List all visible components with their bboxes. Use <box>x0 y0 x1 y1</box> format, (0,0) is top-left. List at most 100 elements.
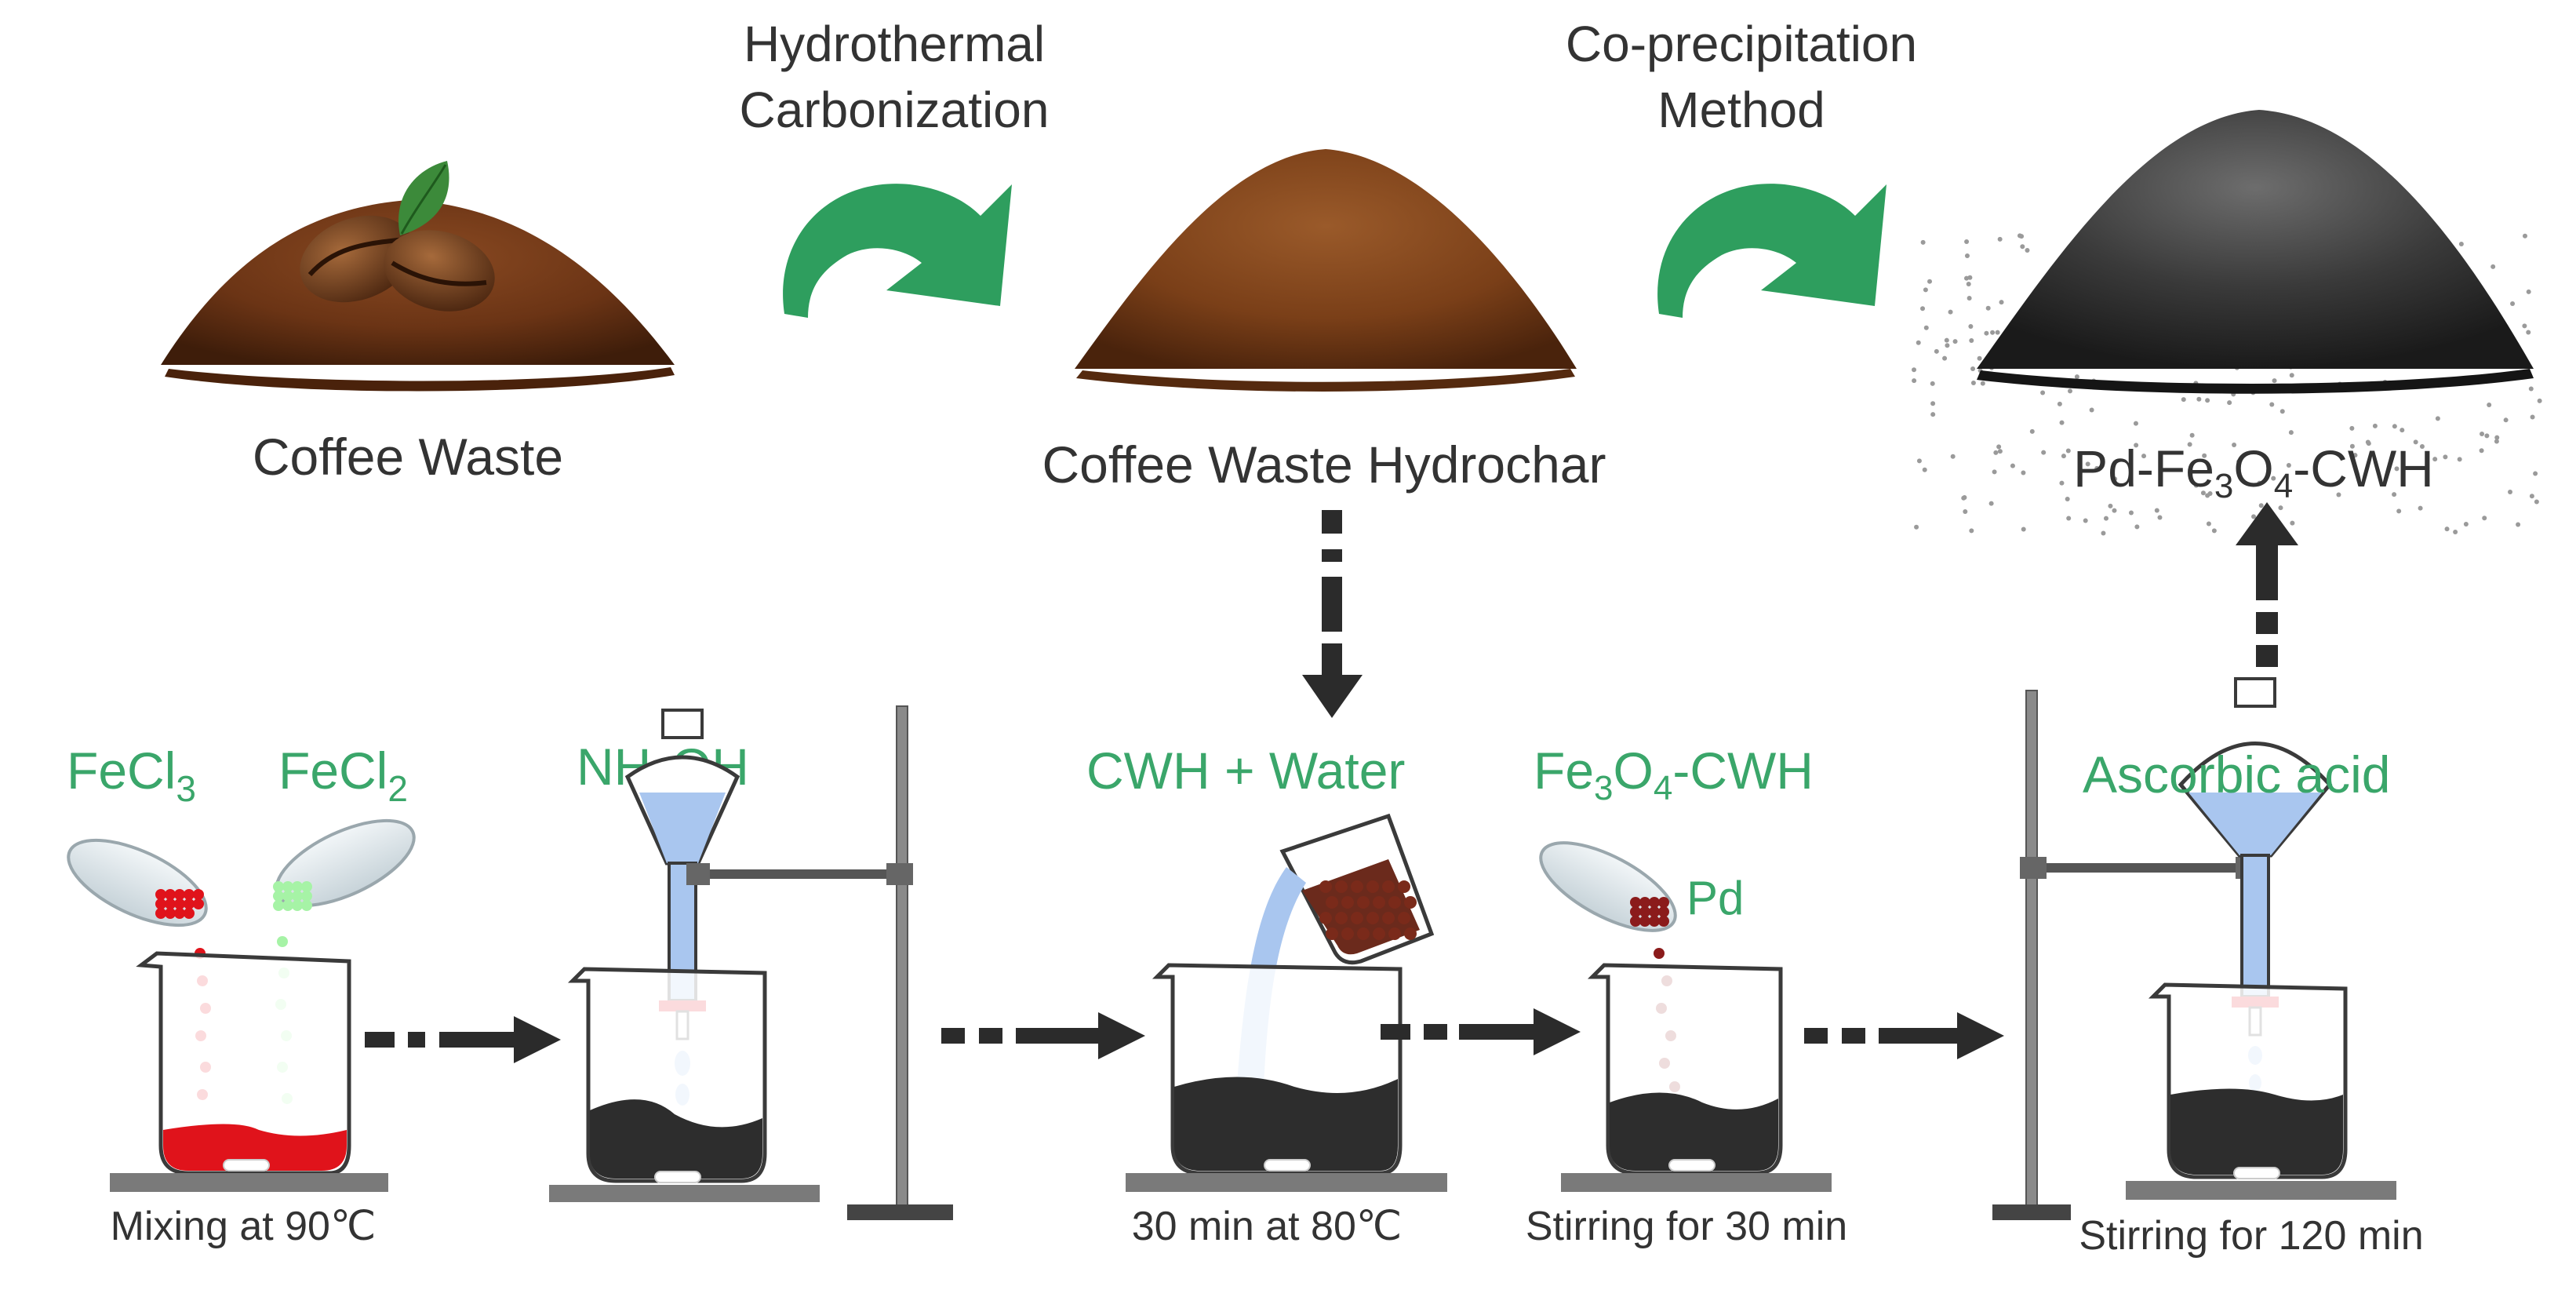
speckle <box>2010 463 2015 468</box>
separatory-funnel-2-icon <box>2178 677 2333 1091</box>
pd-particle <box>1658 897 1669 908</box>
speckle <box>2528 386 2534 392</box>
speckle <box>2530 414 2535 420</box>
speckle <box>2534 499 2539 505</box>
cwh-particle <box>1404 896 1417 909</box>
fe3o4-cwh-label: Fe3O4-CWH <box>1534 742 1814 807</box>
speckle <box>2522 323 2527 329</box>
cwh-water-label: CWH + Water <box>1086 742 1405 800</box>
speckle <box>1920 239 1926 245</box>
green-particle <box>292 900 303 911</box>
speckle <box>2336 492 2341 497</box>
speckle <box>2526 330 2531 335</box>
cwh-particle <box>1326 927 1338 940</box>
speckle <box>1914 524 1919 530</box>
speckle <box>2349 443 2355 449</box>
green-particle <box>273 891 284 902</box>
speckle <box>2432 457 2438 462</box>
cwh-particle <box>1366 912 1379 924</box>
speckle <box>2020 244 2025 250</box>
red-particle <box>165 908 176 919</box>
speckle <box>1961 495 1967 501</box>
green-particle <box>273 900 284 911</box>
cwh-particle <box>1319 880 1332 893</box>
speckle <box>1963 275 1969 281</box>
speckle <box>2236 459 2242 465</box>
speckle <box>1964 239 1970 244</box>
speckle <box>1950 454 1956 459</box>
speckle <box>2271 476 2276 481</box>
pd-particle <box>1658 916 1669 927</box>
cwh-particle <box>1373 896 1385 909</box>
speckle <box>2066 516 2072 521</box>
speckle <box>2365 439 2370 445</box>
retort-stand-2-icon <box>1992 690 2259 1220</box>
speckle <box>2533 471 2538 476</box>
speckle <box>2537 398 2542 403</box>
speckle <box>1930 412 1936 417</box>
cwh-particle <box>1351 912 1363 924</box>
red-particle <box>174 898 185 909</box>
cwh-particle <box>1388 927 1401 940</box>
red-particle <box>174 908 185 919</box>
retort-stand-1-icon <box>686 705 953 1220</box>
speckle <box>2279 409 2285 414</box>
speckle <box>2463 521 2469 527</box>
cwh-particle <box>1382 880 1395 893</box>
speckle <box>2065 448 2071 454</box>
speckle <box>2112 508 2117 513</box>
cwh-particle <box>1398 912 1410 924</box>
speckle <box>2503 417 2509 423</box>
speckle <box>2133 421 2138 426</box>
speckle <box>1952 339 1958 344</box>
speckle <box>2029 428 2035 434</box>
speckle <box>1912 367 1917 373</box>
hot-plate-1 <box>110 1159 388 1192</box>
speckle <box>2443 454 2448 460</box>
hydrochar-illustration <box>1075 149 1577 392</box>
speckle <box>2112 476 2118 482</box>
speckle <box>1916 458 1922 464</box>
ascorbic-condition-label: Stirring for 120 min <box>2079 1213 2423 1259</box>
beaker-5 <box>2148 982 2348 1179</box>
speckle <box>2074 374 2079 380</box>
speckle <box>1922 467 1927 472</box>
dashed-right-arrow-icon <box>365 1016 561 1063</box>
speckle <box>1930 381 1935 386</box>
speckle <box>2021 527 2026 532</box>
speckle <box>1923 287 1928 293</box>
speckle <box>2187 442 2192 447</box>
speckle <box>2196 396 2202 402</box>
green-curved-arrow-icon <box>1657 184 1887 318</box>
speckle <box>1996 444 2002 450</box>
speckle <box>2021 470 2026 476</box>
speckle <box>2484 433 2490 439</box>
cwh-particle <box>1357 896 1370 909</box>
speckle <box>2257 480 2262 486</box>
watch-glass-pd-icon <box>1539 841 1677 932</box>
speckle <box>2200 490 2206 496</box>
green-curved-arrow-icon <box>783 184 1012 318</box>
speckle <box>2206 521 2211 527</box>
speckle <box>2272 378 2277 384</box>
speckle <box>2490 264 2496 269</box>
pd-particle <box>1630 906 1641 917</box>
speckle <box>1967 295 1972 301</box>
speckle <box>2211 528 2217 534</box>
speckle <box>2232 443 2237 448</box>
cwh-particle <box>1404 927 1417 940</box>
speckle <box>2158 468 2163 474</box>
red-particle <box>155 908 166 919</box>
speckle <box>1968 323 1974 329</box>
hydrochar-label: Coffee Waste Hydrochar <box>1042 435 1606 494</box>
speckle <box>2508 489 2513 494</box>
speckle <box>1912 378 1917 384</box>
beaker-3 <box>1152 963 1403 1175</box>
speckle <box>1977 355 1982 361</box>
green-particle <box>273 881 284 892</box>
cwh-particle <box>1388 896 1401 909</box>
speckle <box>2352 453 2358 458</box>
cwh-particle <box>1351 880 1363 893</box>
speckle <box>2494 439 2499 444</box>
speckle <box>1992 469 1997 475</box>
